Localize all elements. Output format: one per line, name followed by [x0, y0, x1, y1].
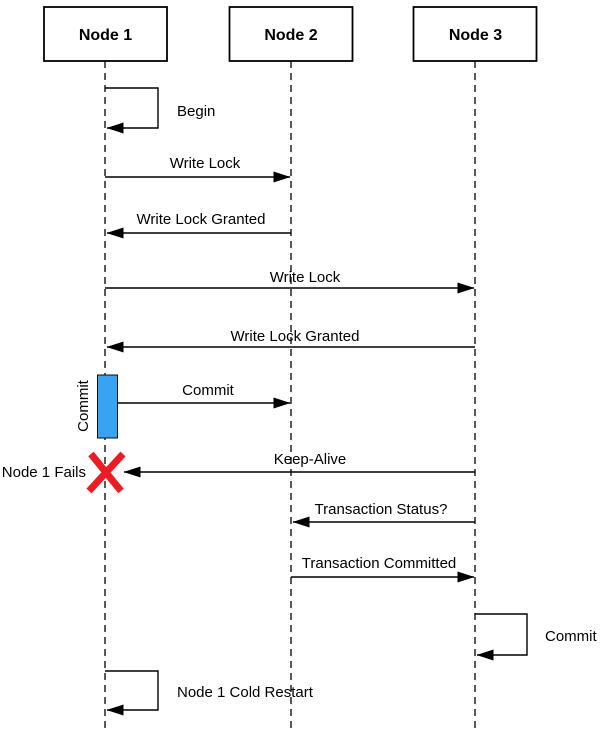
transaction-status-label: Transaction Status?	[315, 501, 448, 518]
commit-1-2-label: Commit	[182, 382, 234, 399]
actor-node1-box	[43, 6, 168, 62]
message-write-lock-1-2: Write Lock	[105, 155, 291, 183]
actor-node1: Node 1	[43, 6, 168, 62]
transaction-committed-label: Transaction Committed	[302, 555, 457, 572]
write-lock-1-2-label: Write Lock	[170, 155, 241, 172]
node1-fails-label: Node 1 Fails	[2, 464, 86, 481]
begin-label: Begin	[177, 103, 215, 120]
write-lock-granted-2-1-label: Write Lock Granted	[137, 211, 266, 228]
node1-failure: Node 1 Fails	[2, 451, 126, 494]
actor-node3: Node 3	[412, 6, 538, 62]
commit-self-node3-arrow	[475, 613, 528, 661]
message-begin: Begin	[105, 87, 215, 134]
node1-cold-restart-label: Node 1 Cold Restart	[177, 684, 314, 701]
write-lock-1-3-label: Write Lock	[270, 269, 341, 286]
commit-self-node3-label: Commit	[545, 628, 597, 645]
message-transaction-committed: Transaction Committed	[291, 555, 475, 583]
failure-x-stroke-2	[86, 451, 126, 494]
commit-activation-label: Commit	[75, 379, 92, 431]
write-lock-granted-3-1-label: Write Lock Granted	[231, 328, 360, 345]
message-transaction-status: Transaction Status?	[292, 501, 475, 528]
actor-node2: Node 2	[228, 6, 354, 62]
message-write-lock-granted-3-1: Write Lock Granted	[106, 328, 475, 353]
actor-node2-box	[228, 6, 354, 62]
keep-alive-label: Keep-Alive	[274, 451, 347, 468]
node1-cold-restart-arrow	[105, 670, 159, 716]
message-write-lock-granted-2-1: Write Lock Granted	[106, 211, 291, 239]
actor-node3-label: Node 3	[449, 27, 502, 44]
message-node1-cold-restart: Node 1 Cold Restart	[105, 670, 314, 716]
begin-self-arrow	[105, 87, 159, 134]
message-write-lock-1-3: Write Lock	[105, 269, 475, 294]
actor-node2-label: Node 2	[264, 27, 317, 44]
failure-x-icon	[86, 451, 126, 494]
message-commit-1-2: Commit	[117, 382, 291, 409]
message-keep-alive: Keep-Alive	[123, 451, 475, 478]
actor-node1-label: Node 1	[79, 27, 132, 44]
commit-activation-bar	[97, 374, 118, 439]
actor-node3-box	[412, 6, 538, 62]
commit-activation: Commit	[75, 374, 118, 439]
message-commit-self-node3: Commit	[475, 613, 597, 661]
